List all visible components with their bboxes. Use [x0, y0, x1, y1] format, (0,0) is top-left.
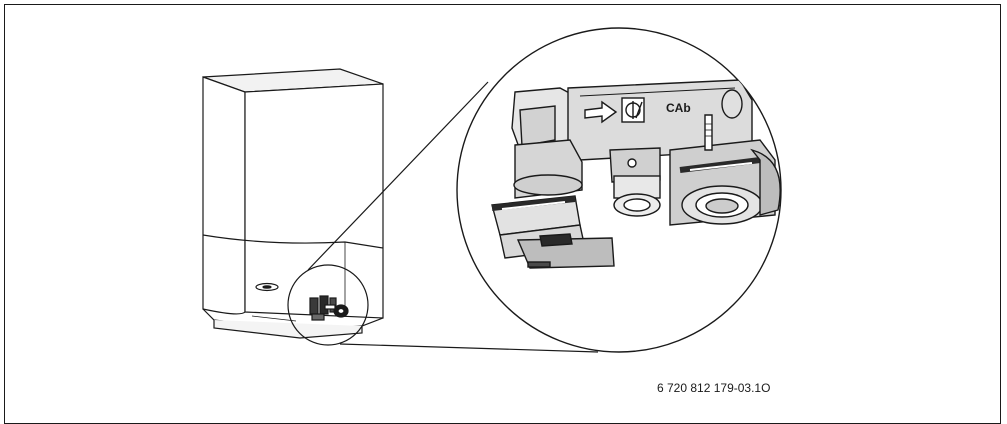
boiler-unit	[202, 68, 384, 339]
boiler-left-face	[202, 76, 246, 315]
valve-assembly: CAb	[491, 79, 781, 269]
boiler-diagram: CAb	[202, 27, 782, 353]
detail-circle	[287, 264, 369, 346]
figure-code: 6 720 812 179-03.1O	[657, 381, 771, 395]
flow-arrow-icon	[584, 100, 618, 124]
valve-cap	[721, 89, 743, 119]
zoom-line-bottom	[339, 343, 599, 353]
boiler-logo-dot	[262, 285, 272, 289]
boiler-front-face	[244, 83, 384, 319]
boiler-panel-seam	[202, 234, 384, 249]
boiler-fittings-icon	[309, 295, 349, 321]
zoom-line-top	[307, 81, 489, 271]
valve-label: CAb	[666, 101, 691, 115]
boiler-tray	[213, 320, 363, 339]
